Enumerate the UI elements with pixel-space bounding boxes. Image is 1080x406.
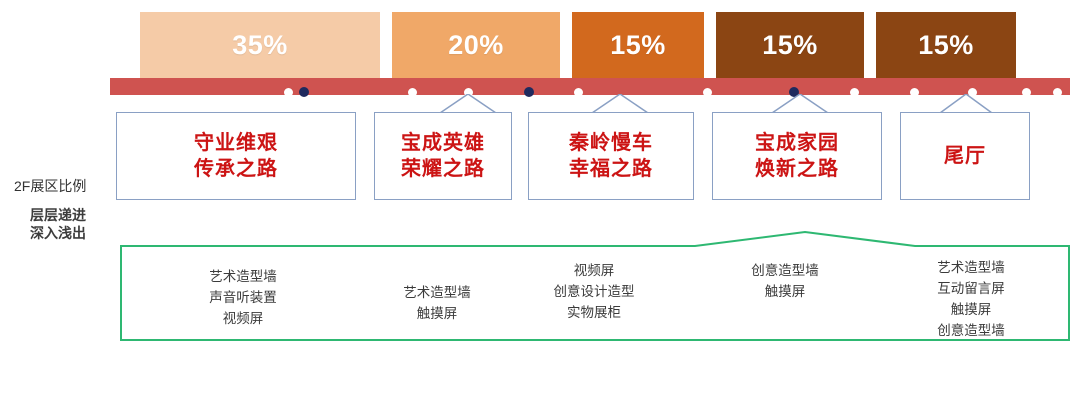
- title-card-2[interactable]: 宝成英雄 荣耀之路: [374, 112, 512, 200]
- exhibit-item: 创意造型墙: [937, 322, 1005, 338]
- spine-dot-white: [850, 88, 859, 97]
- percent-label-5: 15%: [918, 29, 974, 60]
- title-card-1-line-1: 守业维艰: [194, 131, 278, 154]
- title-card-4-line-1: 宝成家园: [755, 131, 839, 154]
- exhibit-item: 实物展柜: [567, 304, 621, 320]
- percent-bar-2: 20%: [392, 12, 560, 78]
- title-card-3-line-1: 秦岭慢车: [569, 131, 653, 154]
- spine-dot-white: [284, 88, 293, 97]
- exhibit-item: 创意设计造型: [553, 283, 635, 299]
- title-card-5[interactable]: 尾厅: [900, 112, 1030, 200]
- spine-dot-white: [574, 88, 583, 97]
- title-card-1[interactable]: 守业维艰 传承之路: [116, 112, 356, 200]
- exhibit-item: 触摸屏: [950, 301, 992, 317]
- percent-bar-5: 15%: [876, 12, 1016, 78]
- label-2f-ratio: 2F展区比例: [14, 178, 87, 194]
- spine-dot-white: [464, 88, 473, 97]
- spine-dot-navy: [299, 87, 309, 97]
- exhibit-group-3: 视频屏 创意设计造型 实物展柜: [528, 261, 660, 324]
- title-card-4-line-2: 焕新之路: [755, 158, 839, 180]
- exhibit-item: 创意造型墙: [751, 263, 819, 278]
- spine-dot-navy: [789, 87, 799, 97]
- exhibit-items-panel: [120, 231, 1070, 341]
- spine-dot-white: [910, 88, 919, 97]
- spine-dot-navy: [524, 87, 534, 97]
- percent-label-4: 15%: [762, 29, 818, 60]
- exhibit-item: 视频屏: [573, 263, 615, 278]
- exhibit-item: 触摸屏: [764, 283, 806, 299]
- exhibit-item: 视频屏: [222, 310, 264, 326]
- exhibit-group-2: 艺术造型墙 触摸屏: [377, 283, 497, 325]
- title-card-4[interactable]: 宝成家园 焕新之路: [712, 112, 882, 200]
- green-panel-outline: [120, 231, 1070, 341]
- title-card-1-line-2: 传承之路: [194, 158, 278, 180]
- title-card-5-line-1: 尾厅: [944, 144, 986, 167]
- title-card-3[interactable]: 秦岭慢车 幸福之路: [528, 112, 694, 200]
- spine-dot-white: [703, 88, 712, 97]
- spine-dot-white: [968, 88, 977, 97]
- spine-dot-white: [1053, 88, 1062, 97]
- exhibit-item: 互动留言屏: [937, 280, 1005, 296]
- percent-label-1: 35%: [232, 29, 288, 60]
- exhibit-group-5: 艺术造型墙 互动留言屏 触摸屏 创意造型墙: [911, 258, 1031, 342]
- label-depth: 深入浅出: [30, 225, 86, 241]
- exhibit-item: 艺术造型墙: [937, 260, 1005, 275]
- title-card-3-line-2: 幸福之路: [569, 158, 653, 180]
- exhibit-item: 艺术造型墙: [209, 269, 277, 284]
- exhibit-group-4: 创意造型墙 触摸屏: [725, 261, 845, 303]
- card-connectors: [261, 94, 993, 114]
- exhibit-item: 艺术造型墙: [403, 285, 471, 300]
- title-card-2-line-2: 荣耀之路: [401, 158, 485, 180]
- exhibit-group-1: 艺术造型墙 声音听装置 视频屏: [183, 267, 303, 330]
- percent-bar-1: 35%: [140, 12, 380, 78]
- exhibit-item: 触摸屏: [416, 305, 458, 321]
- percent-bar-3: 15%: [572, 12, 704, 78]
- label-progressive: 层层递进: [30, 207, 86, 223]
- exhibit-item: 声音听装置: [209, 289, 277, 305]
- timeline-spine: [110, 78, 1070, 95]
- percent-bar-4: 15%: [716, 12, 864, 78]
- percent-label-2: 20%: [448, 29, 504, 60]
- title-card-2-line-1: 宝成英雄: [401, 131, 485, 154]
- spine-dot-white: [408, 88, 417, 97]
- percent-label-3: 15%: [610, 29, 666, 60]
- spine-dot-white: [1022, 88, 1031, 97]
